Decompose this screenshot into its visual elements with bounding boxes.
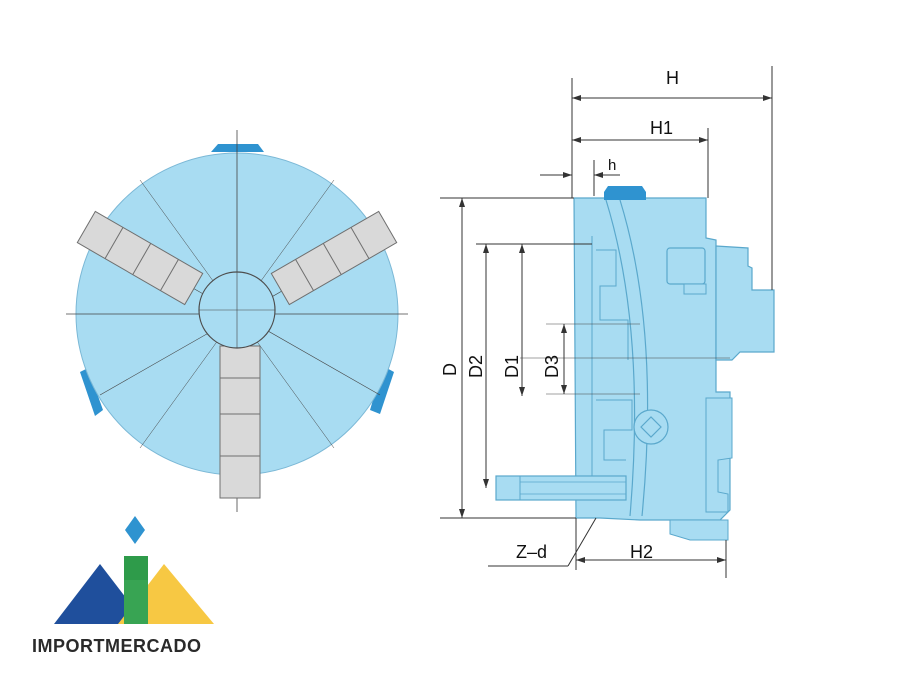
label-D2: D2 [466,355,486,378]
label-D: D [440,363,460,376]
label-Zd: Z–d [516,542,547,562]
dimension-lines [440,66,773,578]
jaw-upper-left [76,210,204,306]
label-D1: D1 [502,355,522,378]
jaw-bottom [219,345,261,499]
key-tab-top [211,144,264,152]
brand-name: IMPORTMERCADO [32,636,202,656]
label-H1: H1 [650,118,673,138]
arrowheads [459,95,772,563]
mounting-bolt [495,475,627,501]
label-h: h [608,157,616,174]
label-H2: H2 [630,542,653,562]
label-D3: D3 [542,355,562,378]
bottom-tab [669,519,729,541]
importmercado-logo [54,516,214,624]
jaw-upper-right [270,210,398,306]
mounting-steps [715,245,775,361]
side-view [495,186,775,541]
label-H: H [666,68,679,88]
front-view [66,130,408,512]
key-socket [633,409,669,445]
side-key-tab [604,186,646,200]
key-tab-right [370,366,394,414]
key-tab-left [80,368,103,416]
